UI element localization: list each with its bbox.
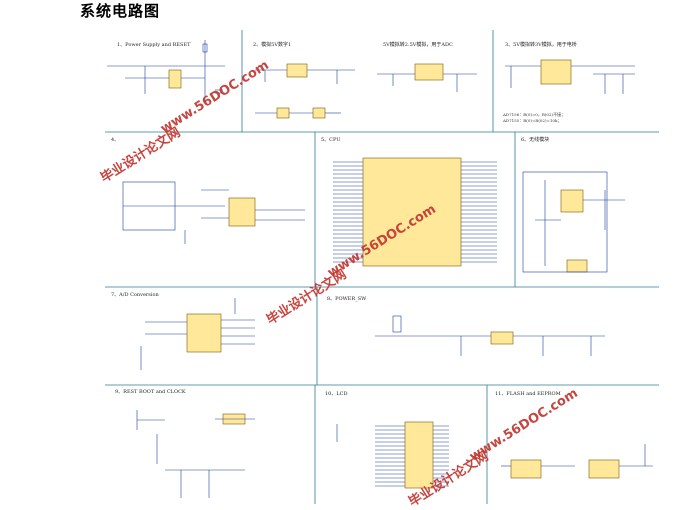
caption-panel-5: 5、CPU <box>321 137 341 143</box>
wireless-crystal <box>566 259 588 273</box>
panel-4-circuit <box>122 181 305 244</box>
adc-chip <box>186 313 222 353</box>
flash-chip <box>510 459 542 479</box>
p8-regulator <box>490 331 514 345</box>
panel-9-circuit <box>136 410 255 498</box>
panel-6-circuit <box>522 171 625 273</box>
wireless-chip <box>560 189 584 213</box>
p3-regulator <box>540 59 572 85</box>
caption-panel-10: 10、LCD <box>325 391 348 397</box>
caption-panel-3: 3、5V模拟转3V模拟，用于电桥 <box>505 42 577 48</box>
caption-panel-4: 4、 <box>111 137 120 143</box>
p2-part-a <box>276 107 290 119</box>
p1-resistor <box>202 43 208 53</box>
caption-panel-6: 6、无线模块 <box>521 137 550 143</box>
panel-grid <box>105 30 659 504</box>
wireless-box <box>522 171 608 273</box>
p2b-regulator <box>414 63 444 81</box>
panel-3-circuit <box>505 59 635 94</box>
panel-1-circuit <box>107 40 225 102</box>
lcd-pins <box>375 425 449 487</box>
page-title: 系统电路图 <box>80 2 161 20</box>
caption-panel-11: 11、FLASH and EEPROM <box>495 391 561 397</box>
caption-panel-2: 2、模拟5V数字1 <box>253 42 292 48</box>
note-ad7156: AD7156：R(0)=0，R(02)不接； <box>503 112 566 117</box>
caption-panel-1: 1、Power Supply and RESET <box>117 42 191 48</box>
caption-panel-7: 7、A/D Conversion <box>111 292 159 298</box>
caption-panel-2b: 5V模拟转2.5V模拟，用于ADC <box>383 42 453 48</box>
cpu-chip <box>362 157 462 267</box>
p8-switch <box>392 315 402 333</box>
cpu-pins <box>333 161 497 263</box>
panel-8-circuit <box>375 315 605 356</box>
note-ad7155: AD7155：R(0)=R(02)=10k； <box>503 118 562 123</box>
panel-7-circuit <box>140 298 255 370</box>
schematic-drawing <box>105 30 659 504</box>
caption-panel-8: 8、POWER_SW <box>327 296 367 302</box>
lcd-connector <box>404 421 434 489</box>
schematic-sheet: 1、Power Supply and RESET 2、模拟5V数字1 5V模拟转… <box>105 30 659 504</box>
p2-regulator <box>286 63 308 78</box>
panel-2-circuit <box>255 63 477 119</box>
eeprom-chip <box>588 459 620 479</box>
panel-11-circuit <box>501 444 653 479</box>
panel-10-circuit <box>336 421 449 489</box>
p2-part-b <box>312 107 326 119</box>
panel-5-circuit <box>333 157 497 267</box>
p4-amp <box>228 197 256 227</box>
caption-panel-9: 9、REST BOOT and CLOCK <box>115 389 186 395</box>
p1-regulator <box>168 69 182 89</box>
